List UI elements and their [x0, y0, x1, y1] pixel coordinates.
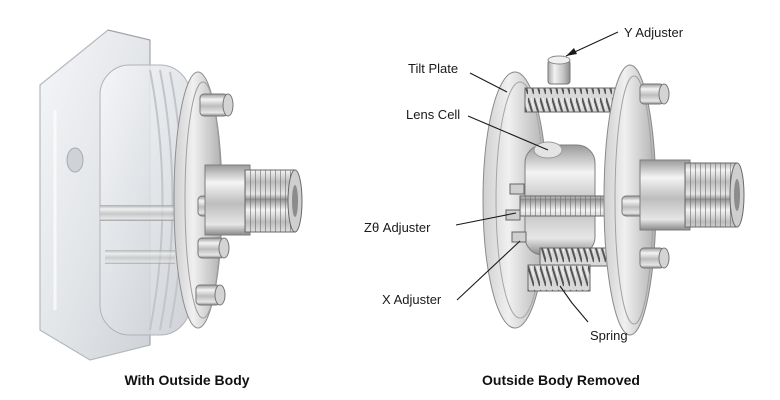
cap-screw — [195, 284, 226, 306]
y-adjuster-screw — [524, 87, 616, 113]
lens-cell-leader — [467, 115, 549, 151]
threaded-connector — [684, 162, 738, 228]
cap-screw — [639, 247, 670, 269]
lens-cell-label: Lens Cell — [406, 107, 460, 122]
x-adjuster-spring — [527, 264, 591, 292]
mount-outside-body-removed — [482, 55, 745, 336]
x-adjuster-leader — [456, 240, 521, 301]
left-caption: With Outside Body — [124, 372, 249, 388]
cap-screw — [639, 83, 670, 105]
output-barrel — [639, 159, 691, 231]
spring-coil — [539, 247, 611, 267]
tilt-plate-leader — [469, 72, 508, 93]
mount-with-outside-body — [39, 29, 303, 361]
y-adjuster-label: Y Adjuster — [624, 25, 684, 40]
spring-label: Spring — [590, 328, 628, 343]
cap-screw — [199, 93, 234, 117]
tilt-plate-label: Tilt Plate — [408, 61, 458, 76]
spring-leader — [559, 285, 589, 323]
z-theta-adjuster-leader — [455, 212, 517, 226]
right-caption: Outside Body Removed — [482, 372, 640, 388]
x-adjuster-label: X Adjuster — [382, 292, 442, 307]
output-barrel — [204, 164, 251, 236]
z-theta-adjuster-label: Zθ Adjuster — [364, 220, 431, 235]
cap-screw — [197, 237, 230, 259]
threaded-connector — [244, 169, 296, 233]
